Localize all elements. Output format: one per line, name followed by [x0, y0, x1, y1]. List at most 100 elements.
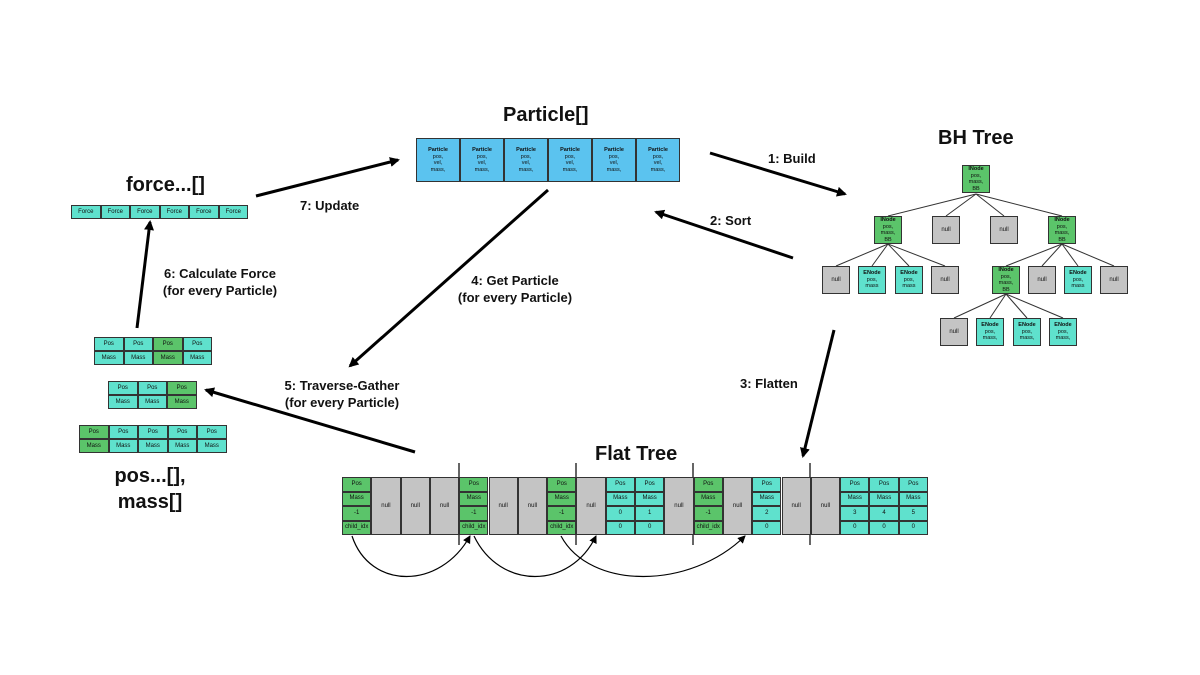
pos-cell: Pos [197, 425, 227, 439]
step-get-particle-line1: 4: Get Particle [471, 273, 559, 288]
flat-zero-cell: 0 [605, 520, 635, 535]
mass-cell: Mass [137, 395, 167, 409]
pos-cell: Pos [108, 381, 138, 395]
arrow-flatten [800, 329, 836, 458]
force-cell: Force [71, 205, 101, 219]
flat-pos-cell: Pos [752, 477, 782, 492]
flat-zero-cell: 0 [869, 520, 899, 535]
step-traverse-gather-label: 5: Traverse-Gather (for every Particle) [272, 377, 412, 411]
flat-index-cell: 4 [869, 506, 899, 521]
pos-cell: Pos [94, 337, 124, 351]
flat-zero-cell: 0 [840, 520, 870, 535]
flat-pos-cell: Pos [869, 477, 899, 492]
flat-null-cell: null [429, 477, 460, 535]
pos-cell: Pos [79, 425, 109, 439]
step-calculate-force-line1: 6: Calculate Force [164, 266, 276, 281]
flat-pos-cell: Pos [635, 477, 665, 492]
step-update-label: 7: Update [300, 198, 360, 213]
flat-pos-cell: Pos [459, 477, 489, 492]
force-cell: Force [159, 205, 189, 219]
mass-cell: Mass [123, 351, 153, 365]
mass-cell: Mass [197, 439, 227, 453]
bh-tree-title: BH Tree [938, 127, 1014, 149]
flat-pos-cell: Pos [342, 477, 372, 492]
mass-cell: Mass [108, 439, 138, 453]
step-calculate-force-line2: (for every Particle) [162, 283, 278, 298]
pos-cell: Pos [123, 337, 153, 351]
flat-zero-cell: 0 [898, 520, 928, 535]
particle-array-title: Particle[] [503, 104, 589, 126]
pos-mass-title: pos...[], mass[] [90, 463, 210, 515]
pos-array-label: pos...[], [114, 465, 186, 487]
flat-index-cell: 0 [605, 506, 635, 521]
flat-neg-one-cell: -1 [547, 506, 577, 521]
flat-neg-one-cell: -1 [342, 506, 372, 521]
mass-cell: Mass [138, 439, 168, 453]
flat-neg-one-cell: -1 [693, 506, 723, 521]
null-node: null [1100, 266, 1128, 294]
mass-cell: Mass [94, 351, 124, 365]
tree-edges [835, 193, 1115, 319]
flat-pos-cell: Pos [693, 477, 723, 492]
flat-mass-cell: Mass [459, 491, 489, 506]
flat-null-cell: null [722, 477, 753, 535]
flat-pos-cell: Pos [840, 477, 870, 492]
flat-mass-cell: Mass [635, 491, 665, 506]
flat-null-cell: null [810, 477, 841, 535]
flat-null-cell: null [517, 477, 548, 535]
pos-cell: Pos [108, 425, 138, 439]
arrow-calculate-force [135, 220, 154, 329]
flat-pos-cell: Pos [605, 477, 635, 492]
flat-null-cell: null [664, 477, 694, 535]
flat-zero-cell: 0 [635, 520, 665, 535]
step-calculate-force-label: 6: Calculate Force (for every Particle) [150, 265, 290, 299]
flat-null-cell: null [400, 477, 430, 535]
pos-cell: Pos [182, 337, 212, 351]
force-cell: Force [218, 205, 248, 219]
mass-cell: Mass [167, 439, 197, 453]
null-node: null [932, 216, 960, 244]
flat-null-cell: null [781, 477, 811, 535]
flat-mass-cell: Mass [605, 491, 635, 506]
flat-index-cell: 2 [752, 506, 782, 521]
force-cell: Force [100, 205, 130, 219]
flat-index-cell: 3 [840, 506, 870, 521]
null-node: null [990, 216, 1018, 244]
step-get-particle-label: 4: Get Particle (for every Particle) [445, 272, 585, 306]
flat-neg-one-cell: -1 [459, 506, 489, 521]
step-traverse-gather-line1: 5: Traverse-Gather [284, 378, 400, 393]
flat-null-cell: null [576, 477, 606, 535]
pos-cell: Pos [153, 337, 183, 351]
flat-zero-cell: 0 [752, 520, 782, 535]
flat-child-idx-cell: child_idx [459, 520, 489, 535]
flat-index-cell: 5 [898, 506, 928, 521]
step-flatten-label: 3: Flatten [740, 376, 798, 391]
step-sort-label: 2: Sort [710, 213, 752, 228]
flat-tree-title: Flat Tree [595, 443, 678, 465]
flat-child-idx-cell: child_idx [547, 520, 577, 535]
pos-cell: Pos [167, 381, 197, 395]
step-get-particle-line2: (for every Particle) [457, 290, 573, 305]
force-array-title: force...[] [126, 174, 205, 196]
step-build-label: 1: Build [768, 151, 816, 166]
force-cell: Force [189, 205, 219, 219]
flat-mass-cell: Mass [752, 491, 782, 506]
null-node: null [940, 318, 968, 346]
pos-cell: Pos [138, 425, 168, 439]
flat-pos-cell: Pos [547, 477, 577, 492]
